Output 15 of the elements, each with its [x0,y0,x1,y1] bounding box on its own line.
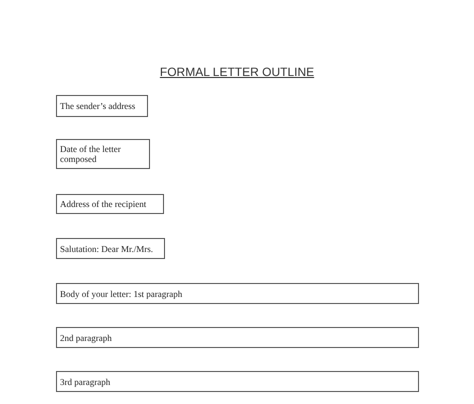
box-text: The sender’s address [60,101,136,111]
outline-box [56,283,419,304]
outline-box [56,371,419,392]
outline-box [56,327,419,348]
outline-box [56,95,148,117]
box-text: Salutation: Dear Mr./Mrs. [60,244,154,254]
box-text: 3rd paragraph [60,376,112,386]
title: FORMAL LETTER OUTLINE [160,64,314,80]
box-text: Date of the letter composed [60,144,122,164]
box-text: Address of the recipient [60,199,148,209]
outline-box [56,139,150,169]
outline-box [56,238,165,259]
box-text: 2nd paragraph [60,332,113,342]
outline-box [56,194,164,214]
box-text: Body of your letter: 1st paragraph [60,288,184,298]
